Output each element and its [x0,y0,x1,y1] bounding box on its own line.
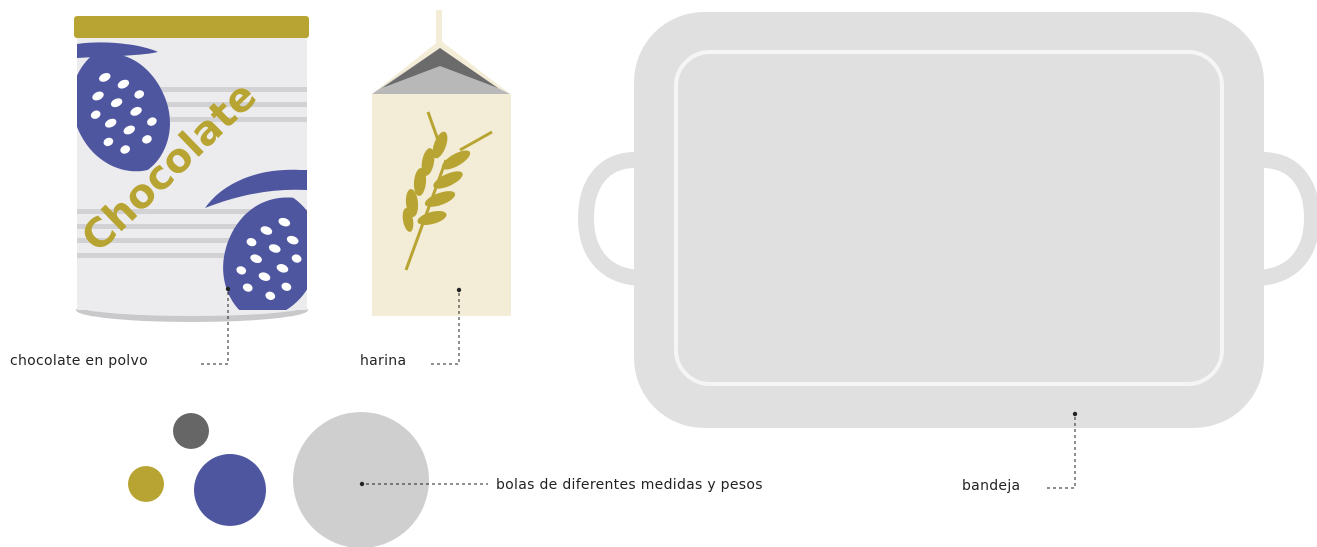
tray-left-handle [577,151,641,286]
ball-small-olive [128,466,164,502]
tray-body [634,12,1264,428]
ball-large-grey [293,412,429,547]
flour-callout-dot [456,287,462,293]
tray-callout-dot [1072,411,1078,417]
can-callout-dot [225,286,231,292]
carton-spout [436,10,442,44]
tray [577,12,1317,489]
tray-right-handle [1257,151,1317,286]
wheat-icon [402,111,493,271]
label-tray: bandeja [962,478,1021,494]
can-lid [74,16,309,38]
label-flour: harina [360,353,407,369]
cocoa-pod-icon [205,169,307,310]
tray-leader-line [1046,417,1076,489]
flour-carton [372,10,511,365]
ball-small-dark [173,413,209,449]
balls-callout-dot [359,481,365,487]
label-balls: bolas de diferentes medidas y pesos [496,477,763,493]
tray-inner-rim [674,50,1224,386]
cocoa-pod-icon [77,42,170,172]
can-leader-line [200,292,229,365]
label-chocolate-powder: chocolate en polvo [10,353,148,369]
carton-body [372,94,511,316]
can-stripes [77,87,307,258]
balls-group [128,412,488,547]
ball-medium-indigo [194,454,266,526]
flour-leader-line [430,293,460,365]
chocolate-can: Chocolate [74,16,309,365]
